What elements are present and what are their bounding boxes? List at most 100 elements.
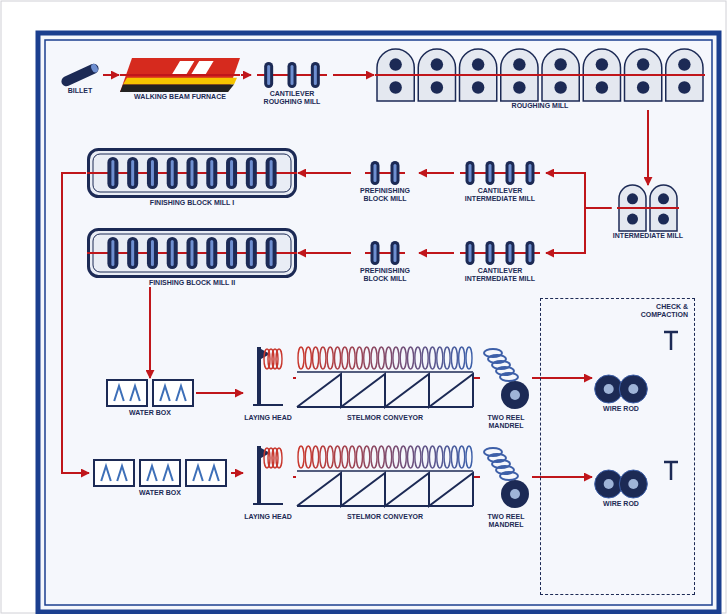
wire-coil — [619, 375, 647, 403]
work-roll — [389, 81, 401, 93]
rod-loop — [393, 446, 399, 468]
roll-shine — [270, 160, 273, 186]
rod-flow-line — [231, 472, 243, 474]
wire-coil — [595, 375, 623, 403]
roll-shine — [270, 240, 273, 266]
water-box — [153, 380, 193, 406]
rod-line — [617, 207, 679, 209]
water-nozzle — [193, 466, 219, 481]
rod-flow-line — [333, 74, 374, 76]
work-roll — [627, 214, 638, 225]
rod-loop — [408, 347, 414, 369]
rod-loop — [356, 446, 362, 468]
roll-shine — [374, 244, 377, 262]
equipment-label: PREFINISHING BLOCK MILL — [352, 267, 418, 283]
equipment-icon — [365, 160, 405, 186]
conveyor-frame — [297, 473, 473, 506]
rod-loop — [349, 446, 355, 468]
roll — [486, 241, 495, 265]
work-roll — [658, 193, 669, 204]
equipment-label: FINISHING BLOCK MILL II — [149, 279, 235, 287]
reel-coil — [501, 381, 529, 409]
equipment-label: LAYING HEAD — [244, 513, 292, 521]
equipment-icon — [58, 64, 102, 86]
roll-shine — [489, 244, 492, 262]
roll-shine — [111, 160, 114, 186]
wire-coil-core — [628, 384, 638, 394]
equipment-icon — [365, 240, 405, 266]
furnace-logo — [191, 61, 214, 75]
roll-shine — [131, 160, 134, 186]
roll — [371, 241, 380, 265]
equipment-label: CANTILEVER INTERMEDIATE MILL — [455, 267, 545, 283]
equipment-icon — [481, 343, 531, 413]
roll-shine — [509, 164, 512, 182]
rod-loop — [305, 446, 311, 468]
rod-flow-line — [532, 476, 592, 478]
equipment-node: FINISHING BLOCK MILL II — [86, 228, 298, 287]
work-roll — [389, 58, 401, 70]
equipment-node: CANTILEVER ROUGHING MILL — [251, 61, 333, 106]
equipment-icon — [87, 228, 297, 278]
rod-loop — [429, 347, 435, 369]
roll — [288, 62, 297, 88]
reel-chute — [500, 472, 518, 480]
wire-coil — [595, 470, 623, 498]
rod-loop — [451, 446, 457, 468]
roll — [167, 237, 178, 269]
furnace-logo — [172, 61, 195, 75]
work-roll — [596, 58, 608, 70]
roll — [466, 161, 475, 185]
rod-loop — [437, 347, 443, 369]
work-roll — [596, 81, 608, 93]
work-roll — [554, 58, 566, 70]
equipment-label: FINISHING BLOCK MILL I — [150, 199, 234, 207]
roll — [107, 157, 118, 189]
roll — [391, 241, 400, 265]
equipment-label: STELMOR CONVEYOR — [347, 513, 423, 521]
inner-frame — [45, 40, 712, 605]
equipment-node: ROUGHING MILL — [374, 49, 706, 110]
water-nozzle — [160, 386, 186, 401]
equipment-label: WIRE ROD — [603, 500, 639, 508]
equipment-icon — [253, 343, 283, 413]
rod-flow-line — [298, 172, 351, 174]
work-roll — [472, 58, 484, 70]
roll-shine — [267, 65, 270, 85]
rod-loop — [444, 347, 450, 369]
rod-loop — [335, 347, 341, 369]
rod-loop — [400, 347, 406, 369]
equipment-node: WIRE ROD — [592, 469, 650, 508]
roll-shine — [151, 240, 154, 266]
rod-loop — [327, 446, 333, 468]
rod-loop — [342, 446, 348, 468]
equipment-node: PREFINISHING BLOCK MILL — [351, 160, 419, 203]
rod-flow-line — [293, 377, 296, 379]
laying-head-post — [257, 446, 261, 504]
billet-end — [90, 63, 99, 74]
roll — [187, 237, 198, 269]
work-roll — [627, 193, 638, 204]
rod-loop — [313, 347, 319, 369]
laying-head-base — [253, 503, 283, 505]
water-box — [94, 460, 134, 486]
furnace-body — [120, 58, 240, 92]
furnace-band — [120, 85, 234, 92]
rod-loop — [378, 446, 384, 468]
equipment-icon — [120, 58, 240, 92]
equipment-icon — [253, 442, 283, 512]
roll-shine — [374, 164, 377, 182]
roll-shine — [131, 240, 134, 266]
roll — [264, 62, 273, 88]
furnace-band — [123, 78, 237, 85]
equipment-label: STELMOR CONVEYOR — [347, 414, 423, 422]
rod-loop — [371, 347, 377, 369]
rod-loop — [378, 347, 384, 369]
rod-line — [375, 74, 705, 76]
conveyor-rail — [297, 371, 473, 373]
rod-flow-line — [241, 74, 251, 76]
wire-coil-core — [604, 479, 614, 489]
roll-shine — [250, 160, 253, 186]
equipment-icon — [90, 458, 230, 488]
